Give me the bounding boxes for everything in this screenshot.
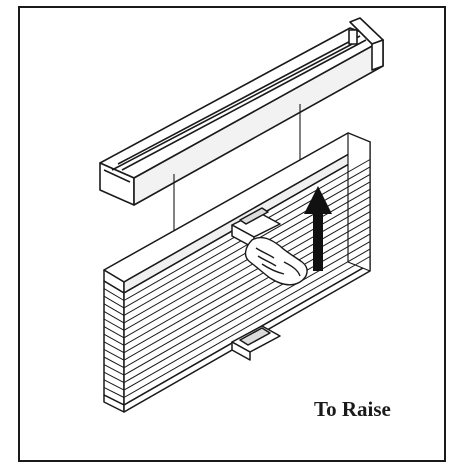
pleat-edge-line xyxy=(103,356,125,369)
pleat-edge-line xyxy=(103,326,125,339)
up-arrow-icon xyxy=(304,186,332,271)
pleat-edge-line xyxy=(103,310,125,324)
pleat-edge-line xyxy=(103,295,125,309)
pleat-edge-line xyxy=(103,371,125,384)
pleat-edge-line xyxy=(103,364,125,376)
pleat-edge-line xyxy=(103,288,125,301)
pleat-edge-line xyxy=(103,386,125,398)
pleat-line xyxy=(123,211,371,354)
pleat-edge-line xyxy=(103,379,125,391)
hand-icon xyxy=(244,236,308,286)
shade-pleats xyxy=(103,159,371,398)
pleat-line xyxy=(123,226,371,369)
pleat-line xyxy=(123,241,371,384)
instruction-caption: To Raise xyxy=(314,397,391,421)
pleat-line xyxy=(123,203,371,346)
pleat-edge-line xyxy=(103,303,125,316)
pleat-edge-line xyxy=(103,333,125,346)
pleat-edge-line xyxy=(103,348,125,361)
bottom-handle-icon xyxy=(231,325,281,361)
pleat-edge-line xyxy=(103,318,125,331)
pleat-line xyxy=(123,233,371,376)
pleat-line xyxy=(123,256,371,398)
top-handle-icon xyxy=(231,207,281,249)
pleat-line xyxy=(123,196,371,339)
pleat-line xyxy=(123,218,371,361)
pleat-line xyxy=(123,248,371,391)
pleat-edge-line xyxy=(103,341,125,354)
headrail-icon xyxy=(99,17,384,206)
